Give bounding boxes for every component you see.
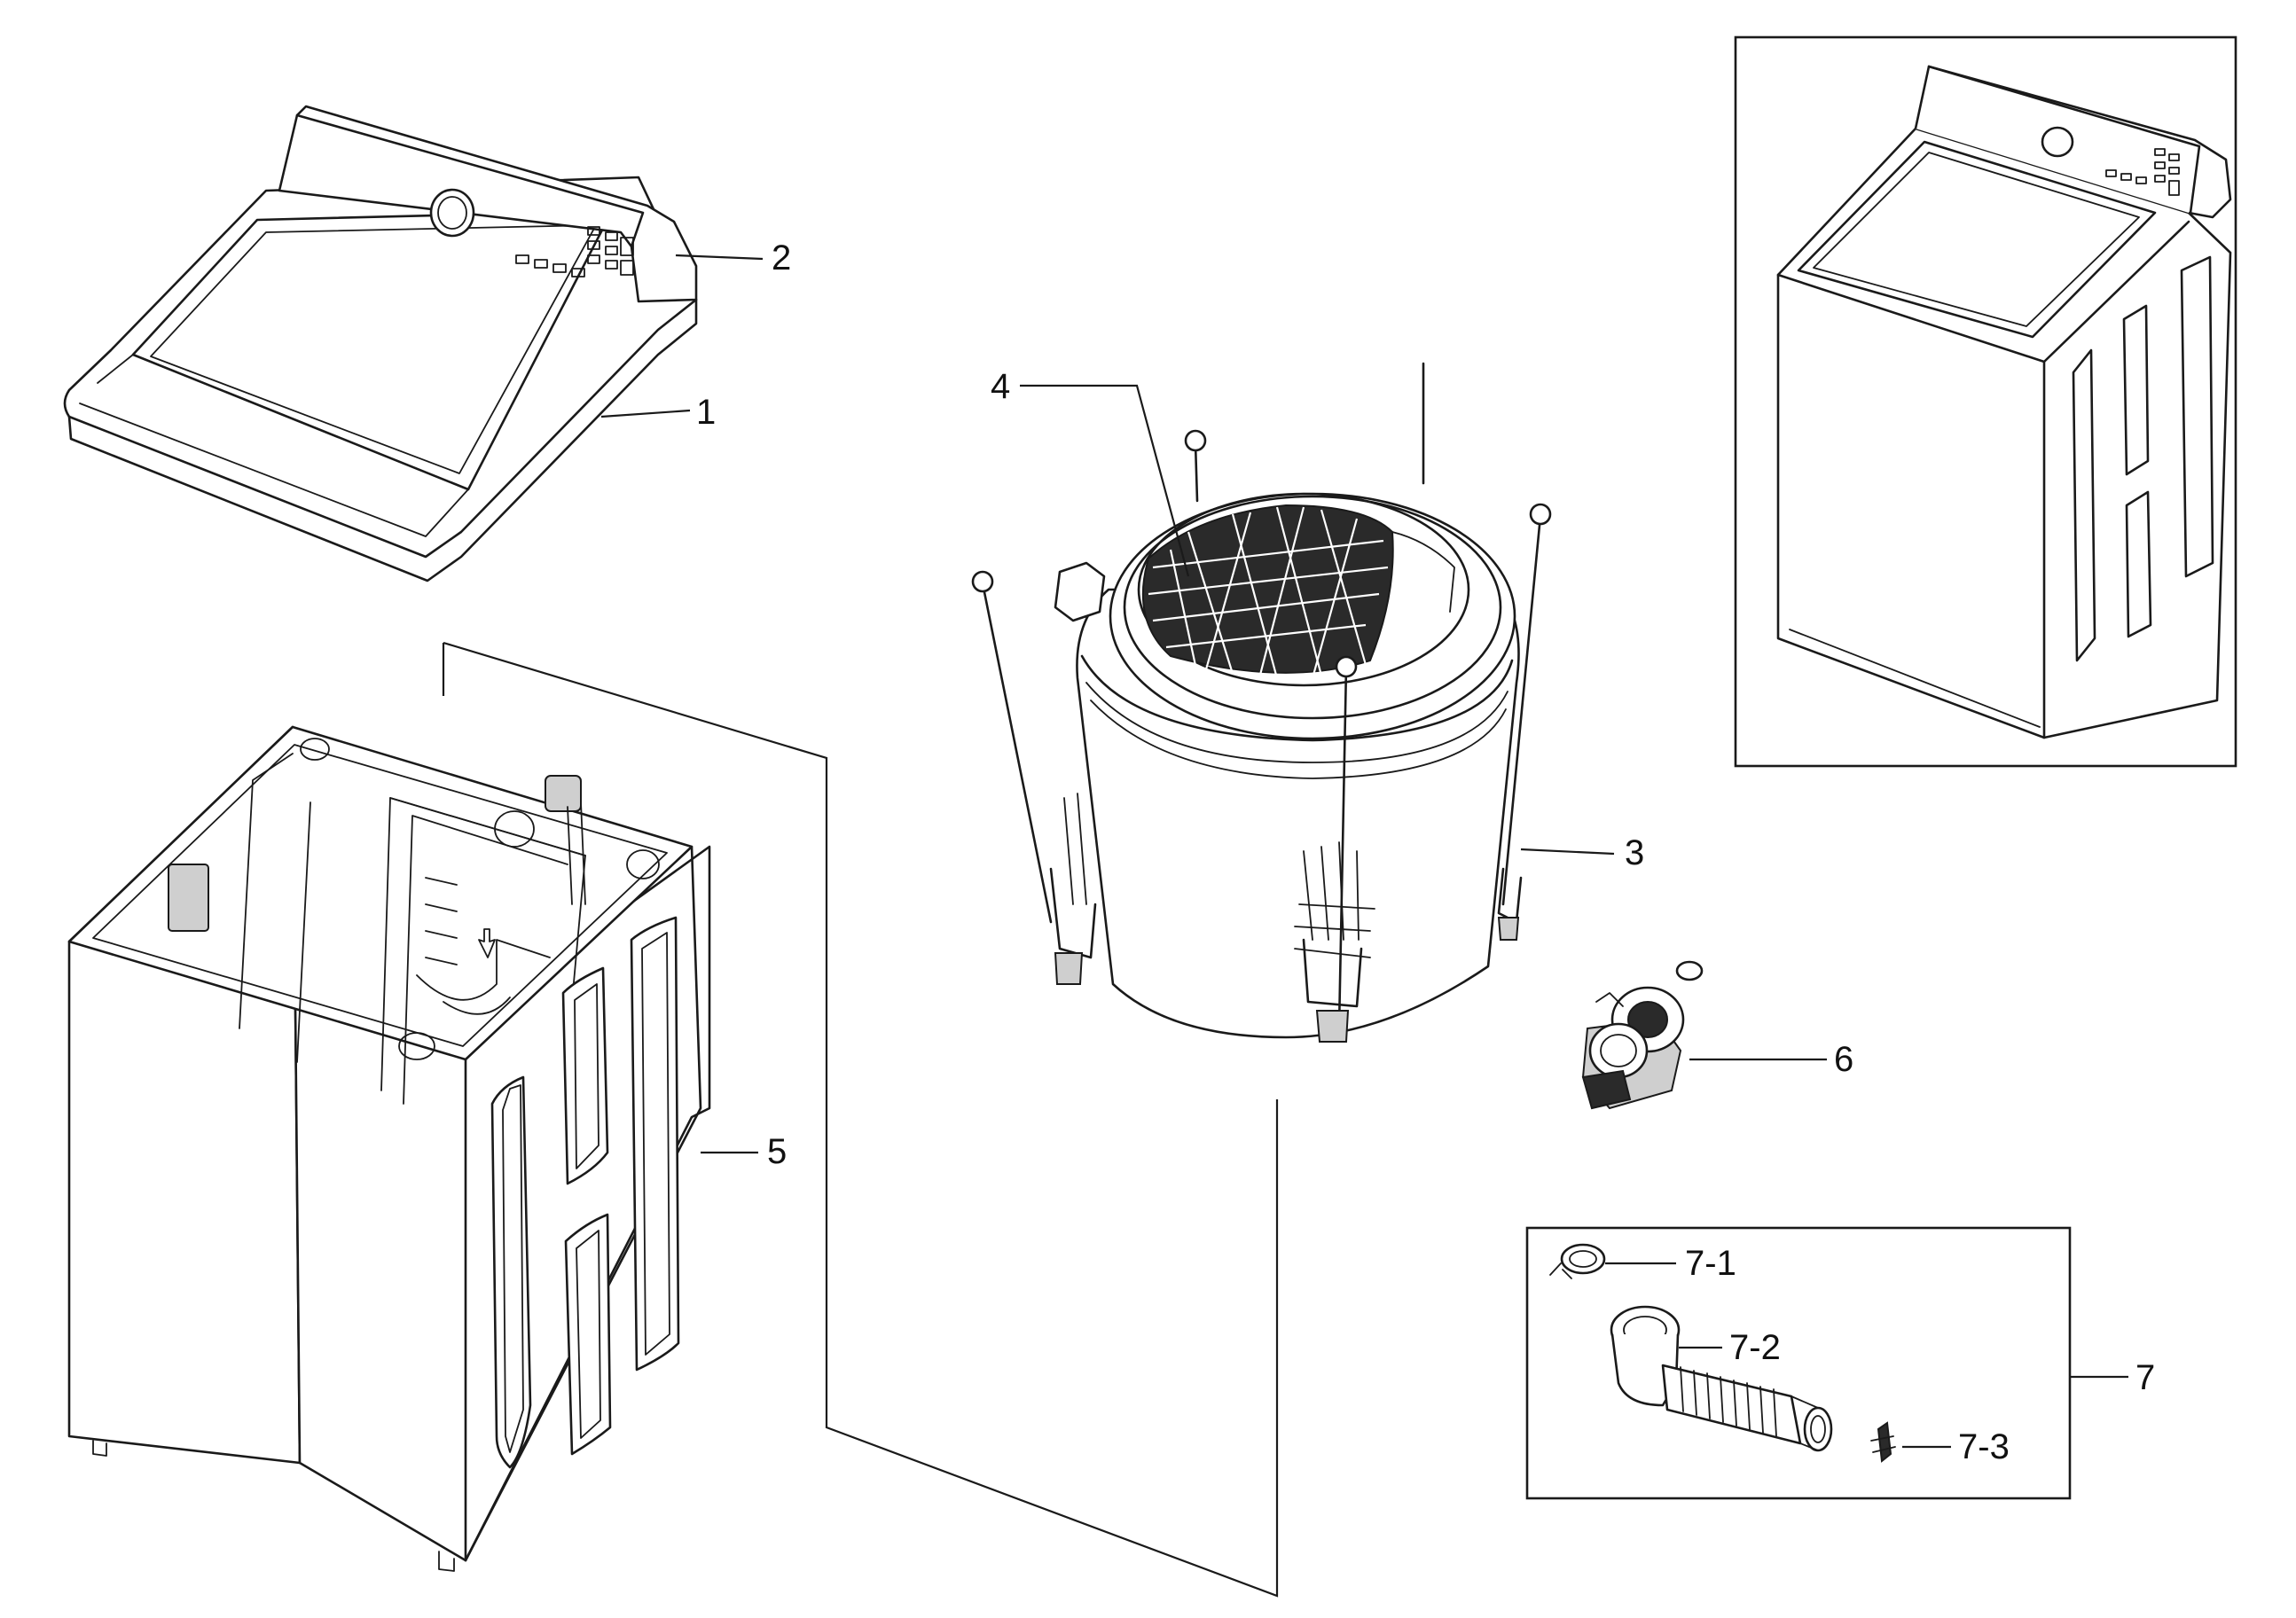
callout-7: 7 (2135, 1358, 2155, 1397)
hose-kit-inset-frame (1525, 1226, 2072, 1500)
cabinet-group-outline (442, 641, 1279, 1598)
assembled-washer-inset-frame (1734, 35, 2237, 768)
callout-7-1: 7-1 (1685, 1244, 1736, 1283)
suspension-springs (1049, 793, 1523, 1043)
drain-pump (1581, 960, 1704, 1110)
top-cover-assembly (63, 105, 698, 582)
callout-7-2: 7-2 (1729, 1328, 1781, 1367)
hose-clip-7-3 (1870, 1421, 1896, 1463)
callout-5: 5 (767, 1132, 787, 1171)
callout-3: 3 (1625, 833, 1644, 872)
hose-clamp-7-1 (1549, 1243, 1606, 1279)
callout-7-3: 7-3 (1958, 1427, 2010, 1466)
tub-assembly (971, 362, 1552, 1043)
drain-hose-7-2 (1610, 1305, 1833, 1452)
callout-2: 2 (772, 238, 791, 277)
callout-1: 1 (696, 393, 716, 432)
leader-lines (600, 254, 2128, 1449)
assembled-washer-illustration (1776, 65, 2232, 739)
callout-6: 6 (1834, 1040, 1853, 1079)
cabinet-assembly (67, 725, 711, 1572)
callout-4: 4 (991, 367, 1010, 406)
